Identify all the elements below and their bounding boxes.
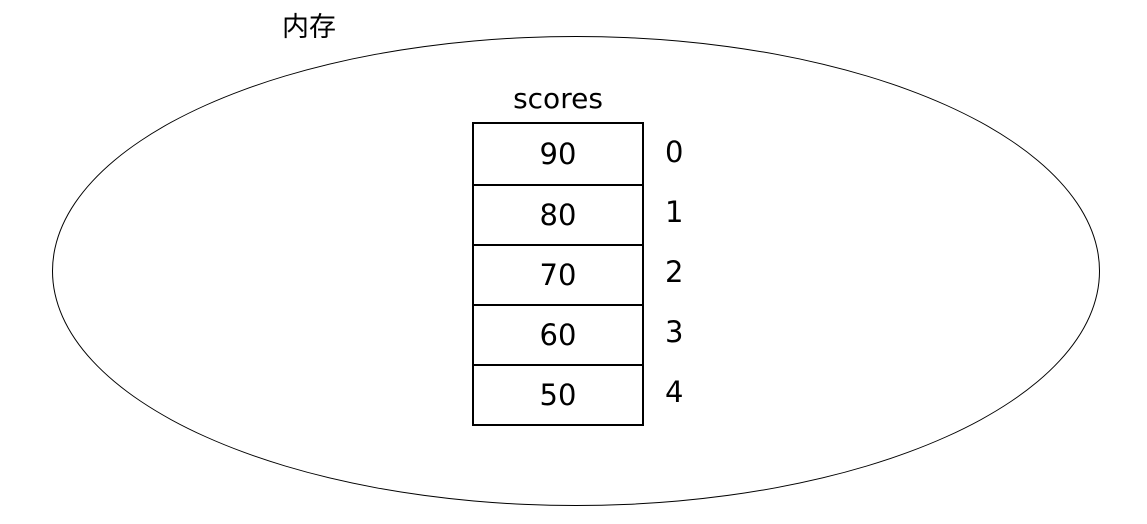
- array-index-0: 0: [665, 135, 684, 169]
- array-cell-3: 60: [474, 304, 642, 364]
- array-cell-3-value: 60: [539, 318, 577, 352]
- memory-label: 内存: [282, 12, 336, 43]
- array-cell-0: 90: [474, 124, 642, 184]
- array-name-label: scores: [513, 82, 603, 115]
- array-index-column: 0 1 2 3 4: [665, 122, 705, 422]
- memory-boundary-ellipse: [52, 36, 1100, 506]
- array-cell-4-value: 50: [539, 378, 577, 412]
- array-index-2: 2: [665, 255, 684, 289]
- array-index-3: 3: [665, 315, 684, 349]
- array-cell-0-value: 90: [539, 137, 577, 171]
- array-table: 90 80 70 60 50: [472, 122, 644, 426]
- array-index-1: 1: [665, 195, 684, 229]
- array-cell-4: 50: [474, 364, 642, 424]
- array-index-4: 4: [665, 375, 684, 409]
- array-cell-2-value: 70: [539, 258, 577, 292]
- array-cell-1: 80: [474, 184, 642, 244]
- array-cell-1-value: 80: [539, 198, 577, 232]
- array-cell-2: 70: [474, 244, 642, 304]
